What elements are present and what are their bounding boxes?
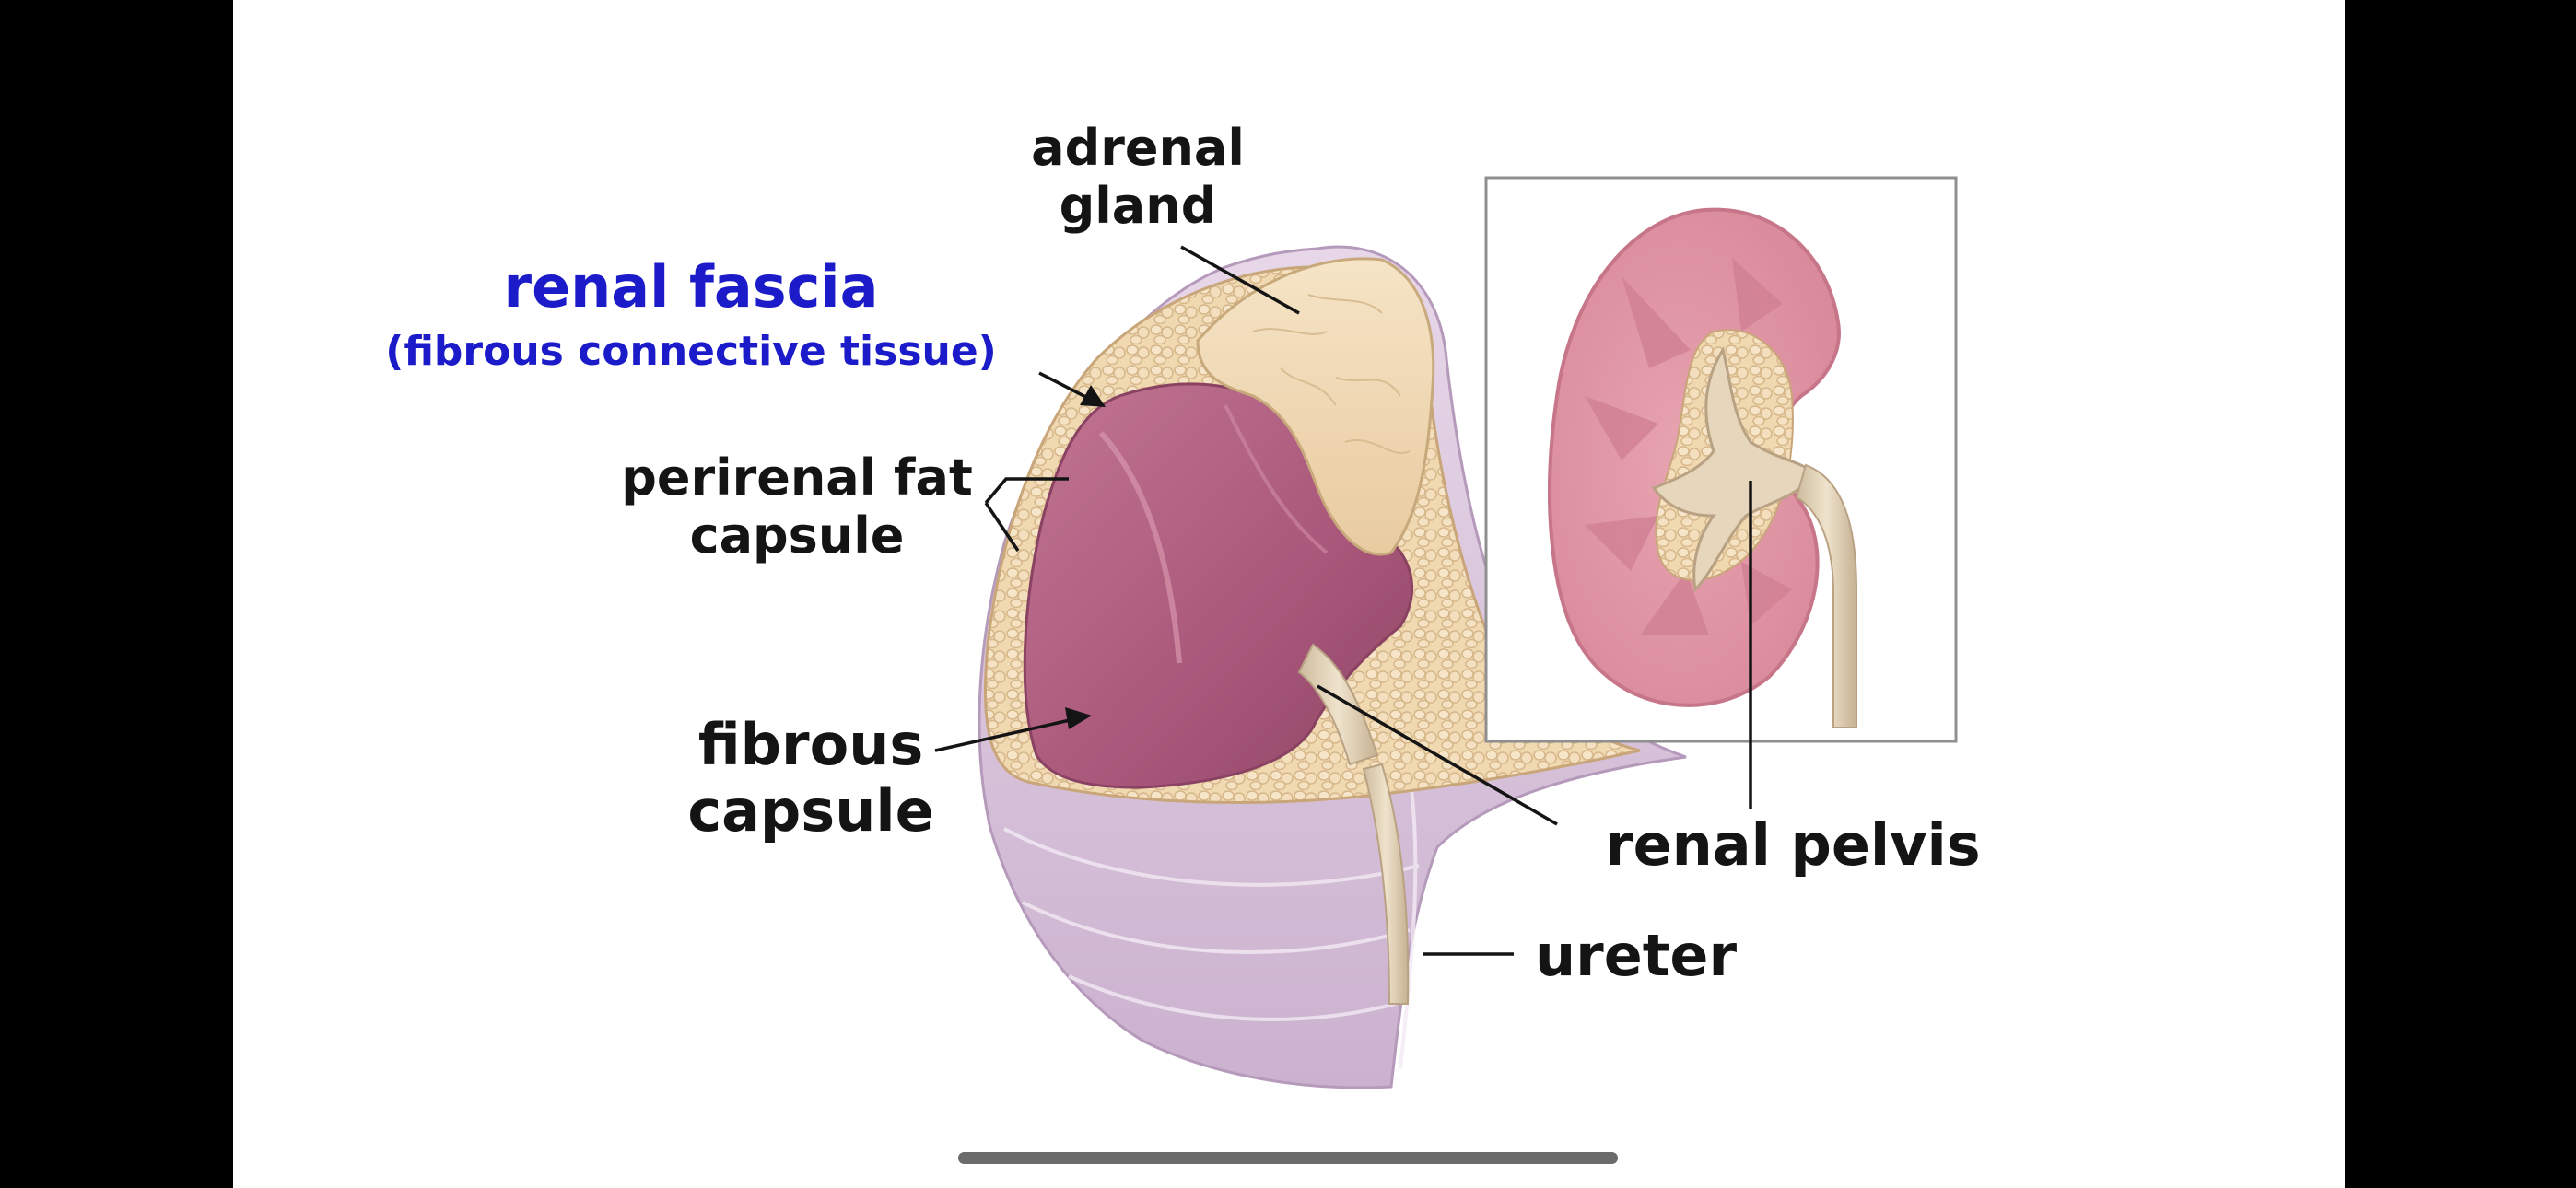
perirenal-fat-leader <box>984 477 1069 505</box>
label-ureter: ureter <box>1535 922 1738 989</box>
label-renal-pelvis: renal pelvis <box>1605 811 1981 879</box>
fascia-folds <box>1003 773 1420 1069</box>
renal-pelvis-leader-main <box>1317 684 1558 826</box>
label-renal-fascia-note: (fibrous connective tissue) <box>385 328 997 375</box>
label-perirenal-fat-capsule: perirenal fat capsule <box>621 448 973 565</box>
label-adrenal-gland: adrenal gland <box>1031 119 1245 235</box>
ureter-tube <box>1362 763 1410 1005</box>
inset-renal-pelvis <box>1651 346 1818 593</box>
adrenal-gland <box>1196 257 1435 556</box>
label-renal-fascia: renal fascia <box>503 253 879 320</box>
label-fibrous-capsule: fibrous capsule <box>687 711 934 844</box>
inset-pyramids <box>1585 258 1792 635</box>
inset-ureter <box>1795 463 1857 728</box>
kidney-cutaway <box>978 245 1687 1089</box>
home-indicator-icon <box>958 1152 1618 1164</box>
kidney-highlight <box>1098 430 1182 664</box>
fibrous-capsule-leader <box>934 716 1079 752</box>
hilum-exit <box>1297 643 1379 766</box>
adrenal-leader <box>1180 245 1300 315</box>
inset-cross-section <box>1484 176 1958 743</box>
leader-arrowheads <box>1065 385 1106 729</box>
adrenal-texture <box>1252 294 1411 454</box>
